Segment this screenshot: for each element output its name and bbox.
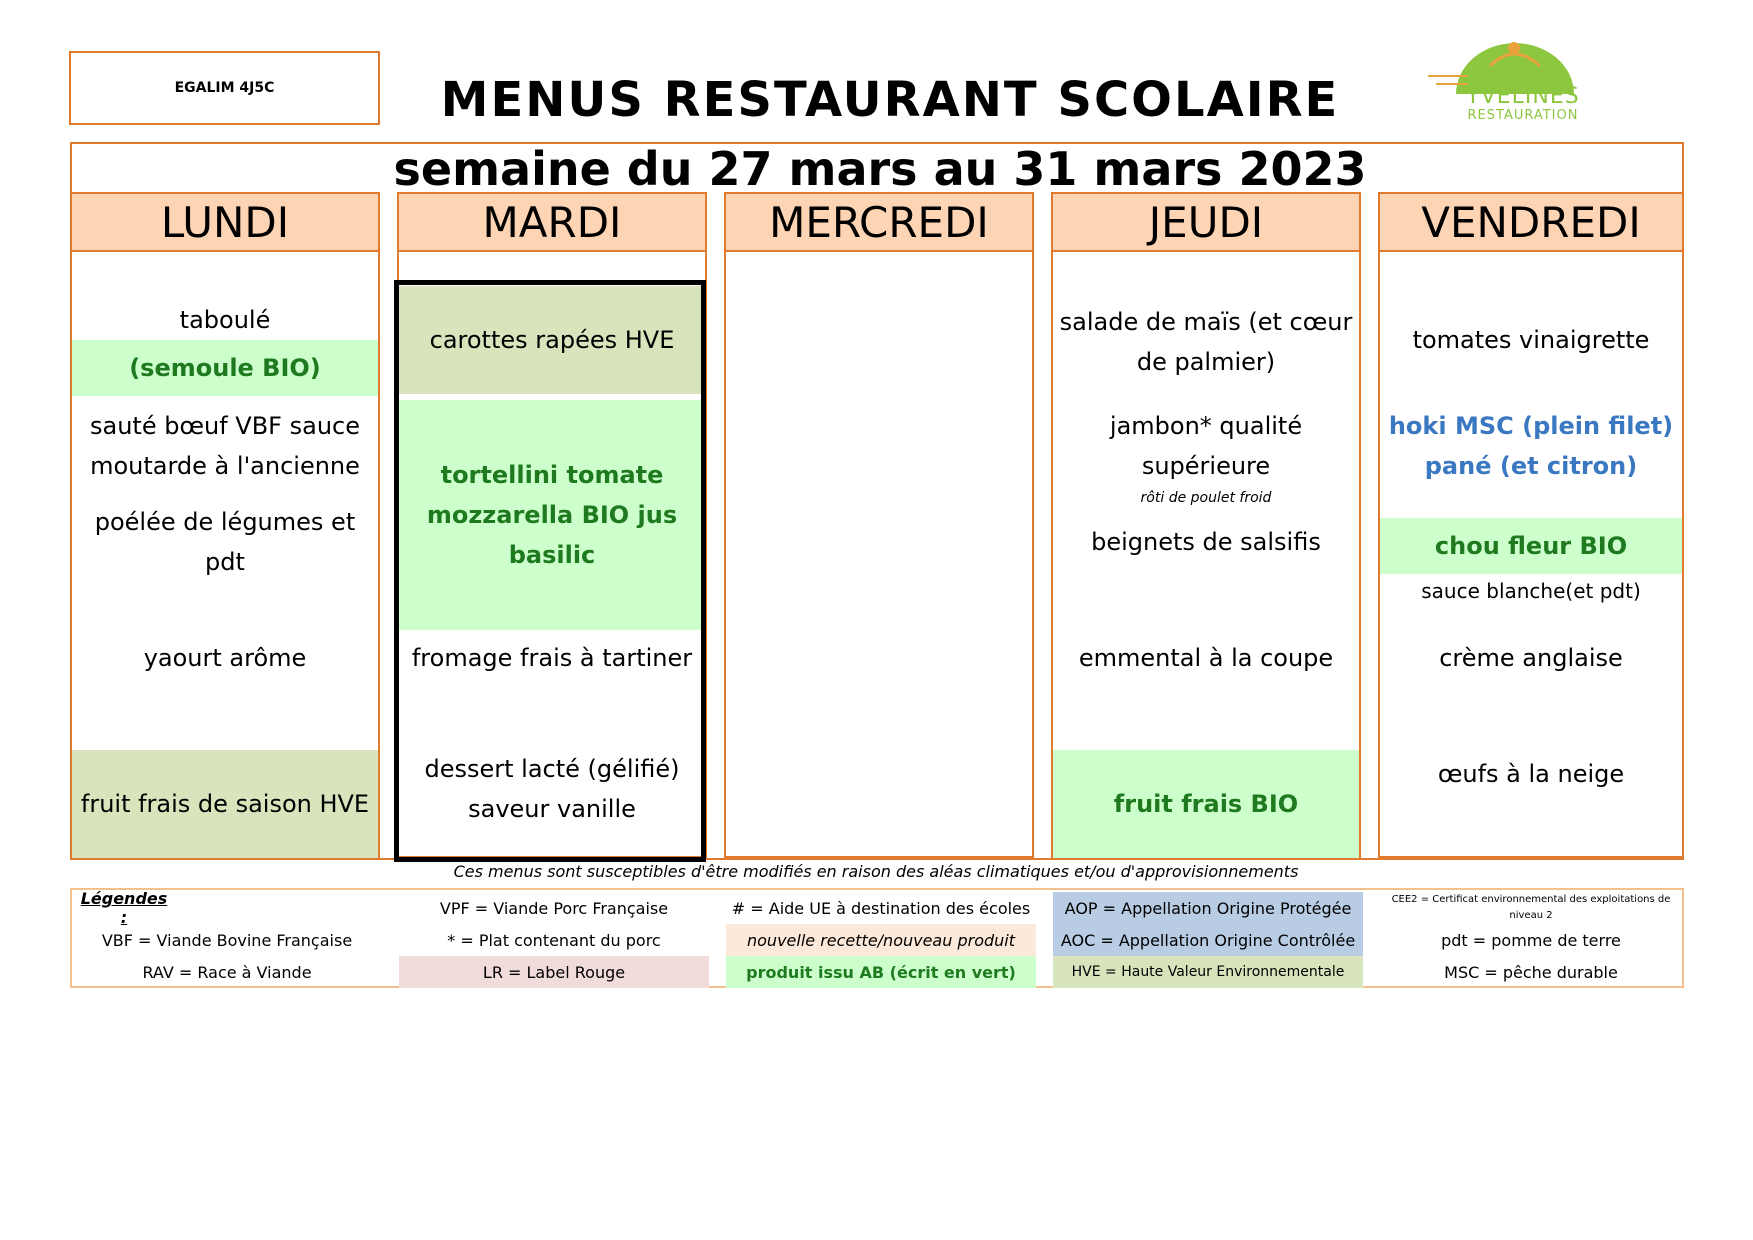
day-header: MARDI <box>399 194 705 252</box>
legend-title: Légendes : <box>80 889 168 927</box>
logo-text-restauration: RESTAURATION <box>1467 108 1579 123</box>
logo-text-yvelines: YVELINES <box>1466 84 1580 109</box>
day-header: MERCREDI <box>726 194 1032 252</box>
egalim-label: EGALIM 4J5C <box>69 51 380 125</box>
dairy: crème anglaise <box>1439 644 1623 672</box>
yvelines-restauration-logo: YVELINES RESTAURATION <box>1428 32 1608 124</box>
day-header: VENDREDI <box>1380 194 1682 252</box>
starter: tomates vinaigrette <box>1412 326 1650 354</box>
disclaimer-note: Ces menus sont susceptibles d'être modif… <box>453 862 1299 881</box>
side-dish: poélée de légumes et pdt <box>94 508 356 576</box>
legend-cee2: CEE2 = Certificat environnemental des ex… <box>1391 894 1671 921</box>
main-alt: rôti de poulet froid <box>1140 490 1272 506</box>
legend-aoc: AOC = Appellation Origine Contrôlée <box>1053 924 1363 956</box>
page-title: MENUS RESTAURANT SCOLAIRE <box>440 72 1340 128</box>
legend-label-rouge: LR = Label Rouge <box>399 956 709 988</box>
dessert: œufs à la neige <box>1437 760 1625 788</box>
side-note: sauce blanche(et pdt) <box>1421 579 1641 603</box>
legend-porc: * = Plat contenant du porc <box>447 930 661 950</box>
starter: taboulé <box>179 306 271 334</box>
side-dish: beignets de salsifis <box>1091 528 1321 556</box>
legend-produit-ab: produit issu AB (écrit en vert) <box>726 956 1036 988</box>
legend-vbf: VBF = Viande Bovine Française <box>101 930 353 950</box>
starter: salade de maïs (et cœur de palmier) <box>1059 308 1353 376</box>
legend-pdt: pdt = pomme de terre <box>1441 930 1621 950</box>
day-column-vendredi: VENDREDI tomates vinaigrette hoki MSC (p… <box>1378 192 1684 858</box>
day-column-mardi: MARDI carottes rapées HVE tortellini tom… <box>397 192 707 858</box>
day-column-mercredi: MERCREDI <box>724 192 1034 858</box>
legend-rav: RAV = Race à Viande <box>142 962 312 982</box>
logo-icon <box>1428 42 1574 94</box>
legend-hve: HVE = Haute Valeur Environnementale <box>1053 956 1363 988</box>
dairy: emmental à la coupe <box>1078 644 1334 672</box>
week-subtitle: semaine du 27 mars au 31 mars 2023 <box>393 142 1367 196</box>
legend-box: Légendes : VBF = Viande Bovine Française… <box>70 888 1684 988</box>
dessert: fruit frais de saison HVE <box>72 750 378 858</box>
legend-aide-ue: # = Aide UE à destination des écoles <box>731 898 1031 918</box>
day-header: LUNDI <box>72 194 378 252</box>
dairy: fromage frais à tartiner <box>411 644 693 672</box>
legend-aop: AOP = Appellation Origine Protégée <box>1053 892 1363 924</box>
day-header: JEUDI <box>1053 194 1359 252</box>
main-dish: jambon* qualité supérieure <box>1109 412 1303 480</box>
side-dish: chou fleur BIO <box>1380 518 1682 574</box>
day-column-jeudi: JEUDI salade de maïs (et cœur de palmier… <box>1051 192 1361 858</box>
legend-nouvelle-recette: nouvelle recette/nouveau produit <box>726 924 1036 956</box>
main-dish: hoki MSC (plein filet) pané (et citron) <box>1388 412 1674 480</box>
day-column-lundi: LUNDI taboulé (semoule BIO) sauté bœuf V… <box>70 192 380 858</box>
main-dish: tortellini tomate mozzarella BIO jus bas… <box>399 400 705 630</box>
legend-msc: MSC = pêche durable <box>1444 962 1618 982</box>
starter: carottes rapées HVE <box>399 286 705 394</box>
dessert: fruit frais BIO <box>1053 750 1359 858</box>
main-dish: sauté bœuf VBF sauce moutarde à l'ancien… <box>90 412 360 480</box>
starter-note: (semoule BIO) <box>72 340 378 396</box>
legend-vpf: VPF = Viande Porc Française <box>439 898 669 918</box>
dessert: dessert lacté (gélifié) saveur vanille <box>424 755 680 823</box>
dairy: yaourt arôme <box>143 644 307 672</box>
